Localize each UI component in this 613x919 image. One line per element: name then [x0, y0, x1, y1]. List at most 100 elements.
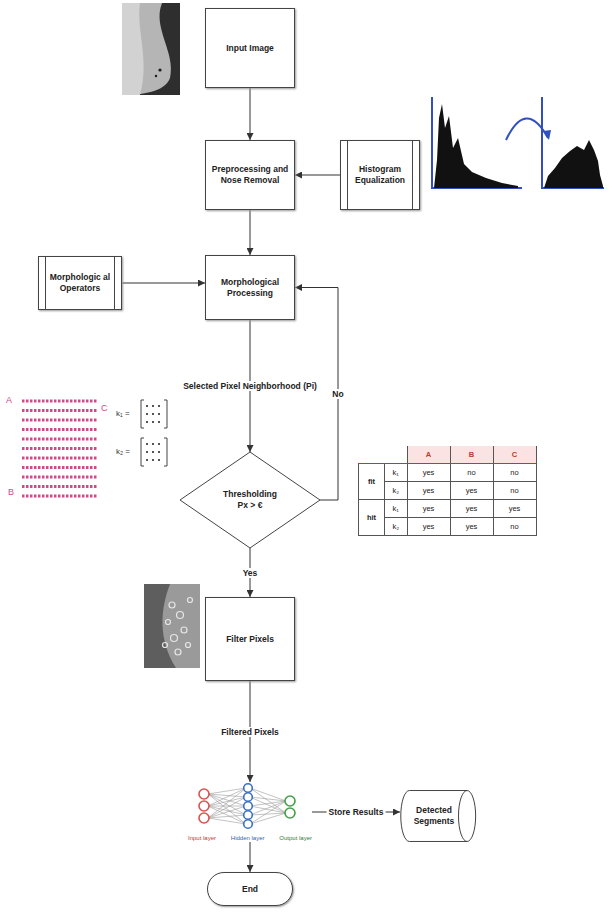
- kernel-matrix: [146, 406, 163, 460]
- binary-matrix: [22, 447, 98, 450]
- input-neuron: [199, 813, 209, 823]
- filtered-mammogram: [144, 584, 200, 668]
- table-cell: no: [450, 464, 493, 482]
- hidden-neuron: [244, 811, 253, 820]
- kernel-matrix: [164, 438, 167, 466]
- binary-matrix: [22, 466, 98, 469]
- filtered-mammogram: [163, 643, 168, 648]
- table-cell: yes: [450, 482, 493, 500]
- histogram-plot: [434, 104, 518, 188]
- table-cell: yes: [407, 464, 450, 482]
- table-cell: [385, 446, 408, 464]
- process-box: Filter Pixels: [205, 597, 295, 681]
- node-text: Morphological Processing: [212, 277, 288, 298]
- process-box: Morphological Processing: [205, 255, 295, 320]
- node-text: Detected Segments: [412, 805, 456, 826]
- table-cell: B: [450, 446, 493, 464]
- decision-diamond: ThresholdingPx > €: [180, 452, 320, 548]
- network-link: [250, 788, 286, 813]
- histogram-plot: [506, 118, 548, 140]
- result-table: ABCfitk₁yesnonok₂yesyesnohitk₁yesyesyesk…: [358, 446, 537, 536]
- matrix-label: C: [101, 403, 108, 413]
- network-link: [250, 813, 286, 824]
- network-link: [250, 801, 286, 806]
- mammogram-image: [122, 3, 180, 95]
- mammogram-image: [158, 68, 161, 71]
- side-bar: [114, 257, 115, 309]
- node-text: Preprocessing and Nose Removal: [210, 164, 290, 185]
- histogram-plot: [431, 97, 604, 189]
- table-cell: hit: [359, 500, 385, 536]
- edge-label: Yes: [241, 568, 260, 578]
- table-cell: yes: [450, 500, 493, 518]
- binary-matrix: [22, 485, 98, 488]
- matrix-label: k₂ =: [116, 447, 130, 456]
- table-cell: no: [493, 518, 536, 536]
- histogram-plot: [543, 130, 551, 140]
- input-box: Input Image: [205, 8, 295, 88]
- hidden-neuron: [244, 802, 253, 811]
- edge-label: Store Results: [327, 807, 386, 817]
- table-cell: yes: [407, 500, 450, 518]
- matrix-label: A: [6, 395, 12, 405]
- network-link: [208, 806, 246, 807]
- flow-arrow: [250, 210, 251, 255]
- side-bar: [45, 257, 46, 309]
- table-row: fitk₁yesnono: [359, 464, 537, 482]
- kernel-matrix: [141, 438, 144, 466]
- side-bar: [347, 141, 348, 209]
- filtered-mammogram: [177, 612, 184, 619]
- binary-matrix: [22, 419, 98, 422]
- hidden-neuron: [244, 784, 253, 793]
- binary-matrix: [22, 476, 98, 479]
- table-cell: C: [493, 446, 536, 464]
- network-link: [208, 815, 246, 818]
- binary-matrix: [22, 457, 98, 460]
- histogram-plot: [544, 140, 603, 188]
- network-link: [250, 797, 286, 813]
- edge-label: Selected Pixel Neighborhood (Pi): [181, 381, 319, 391]
- hidden-neuron: [244, 793, 253, 802]
- table-cell: yes: [450, 518, 493, 536]
- table-cell: k₂: [385, 518, 408, 536]
- table-row: k₂yesyesno: [359, 482, 537, 500]
- binary-matrix: [22, 400, 98, 403]
- output-neuron: [285, 796, 295, 806]
- layer-labels: Input layerHidden layerOutput layer: [188, 835, 312, 843]
- network-link: [208, 797, 246, 806]
- table-cell: yes: [407, 518, 450, 536]
- matrix-label: k₁ =: [116, 409, 130, 418]
- filtered-mammogram: [181, 627, 187, 633]
- filtered-mammogram: [175, 649, 181, 655]
- network-link: [208, 794, 246, 824]
- edge-label: Filtered Pixels: [219, 727, 281, 737]
- network-link: [208, 806, 246, 818]
- table-cell: no: [493, 464, 536, 482]
- node-text: Morphologic al Operators: [49, 272, 111, 293]
- table-cell: A: [407, 446, 450, 464]
- mammogram-image: [122, 3, 171, 95]
- filtered-mammogram: [163, 598, 193, 656]
- binary-matrix: [22, 401, 98, 496]
- filtered-mammogram: [188, 598, 193, 603]
- terminal-oval: End: [207, 872, 293, 906]
- kernel-matrix: [146, 421, 163, 423]
- mammogram-image: [122, 3, 144, 95]
- input-neuron: [199, 789, 209, 799]
- table-cell: [359, 446, 385, 464]
- table-cell: fit: [359, 464, 385, 500]
- mammogram-image: [155, 75, 157, 77]
- kernel-matrix: [141, 400, 167, 466]
- node-text: Histogram Equalization: [351, 164, 409, 185]
- kernel-matrix: [146, 413, 163, 415]
- binary-matrix: [22, 495, 98, 498]
- network-drawing: [188, 782, 312, 830]
- flow-arrow: [250, 842, 251, 872]
- table-cell: no: [493, 482, 536, 500]
- output-neuron: [285, 808, 295, 818]
- network-link: [208, 788, 246, 818]
- filtered-mammogram: [144, 584, 200, 668]
- layer-label: Output layer: [279, 835, 312, 843]
- predefined-process-box: Histogram Equalization: [340, 140, 420, 210]
- hidden-neuron: [244, 820, 253, 829]
